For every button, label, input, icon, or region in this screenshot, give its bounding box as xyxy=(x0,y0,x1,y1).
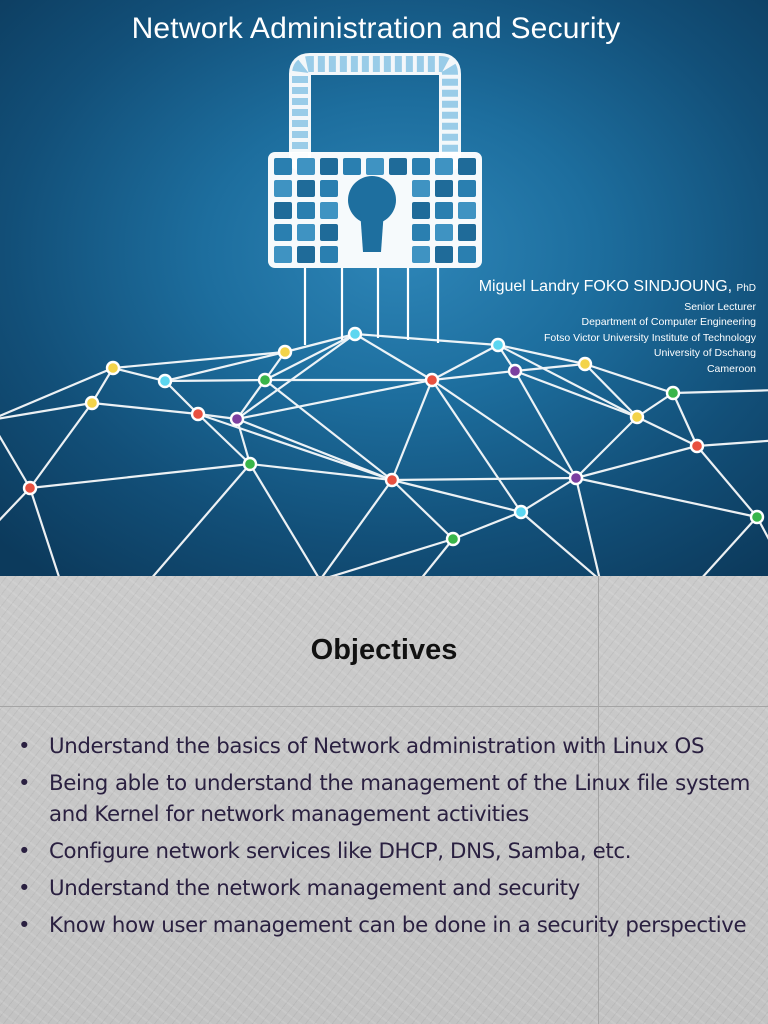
network-node xyxy=(190,406,206,422)
network-node xyxy=(665,385,681,401)
author-degree: PhD xyxy=(736,283,756,294)
list-item: Understand the network management and se… xyxy=(18,873,750,904)
objectives-heading: Objectives xyxy=(310,634,458,666)
network-node xyxy=(749,509,765,525)
network-node xyxy=(277,344,293,360)
network-node xyxy=(105,360,121,376)
network-node xyxy=(347,326,363,342)
network-node xyxy=(689,438,705,454)
network-node xyxy=(568,470,584,486)
network-node xyxy=(84,395,100,411)
network-node xyxy=(513,504,529,520)
author-country: Cameroon xyxy=(706,362,756,375)
author-name: Miguel Landry FOKO SINDJOUNG, PhD xyxy=(479,278,756,296)
network-node xyxy=(242,456,258,472)
author-department: Department of Computer Engineering xyxy=(581,316,756,329)
network-node xyxy=(424,372,440,388)
title-slide: Network Administration and Security Migu… xyxy=(0,0,768,576)
author-position: Senior Lecturer xyxy=(684,301,756,313)
author-institute: Fotso Victor University Institute of Tec… xyxy=(543,331,756,344)
list-item: Being able to understand the management … xyxy=(18,768,750,830)
network-node xyxy=(490,337,506,353)
list-item: Understand the basics of Network adminis… xyxy=(18,731,750,762)
author-university: University of Dschang xyxy=(653,347,756,360)
slide-title: Network Administration and Security xyxy=(131,12,621,45)
network-node xyxy=(384,472,400,488)
list-item: Know how user management can be done in … xyxy=(18,910,750,941)
network-node xyxy=(22,480,38,496)
network-node xyxy=(157,373,173,389)
objectives-list: Understand the basics of Network adminis… xyxy=(18,731,750,947)
network-node xyxy=(629,409,645,425)
author-block: Miguel Landry FOKO SINDJOUNG, PhD Senior… xyxy=(479,278,756,377)
network-node xyxy=(257,372,273,388)
network-node xyxy=(507,363,523,379)
network-mesh xyxy=(0,326,768,576)
author-name-text: Miguel Landry FOKO SINDJOUNG, xyxy=(478,278,733,295)
divider-horizontal xyxy=(0,706,768,707)
objectives-slide: Objectives Understand the basics of Netw… xyxy=(0,576,768,1024)
network-node xyxy=(577,356,593,372)
network-node xyxy=(445,531,461,547)
padlock-icon xyxy=(268,53,482,345)
list-item: Configure network services like DHCP, DN… xyxy=(18,836,750,867)
network-node xyxy=(229,411,245,427)
